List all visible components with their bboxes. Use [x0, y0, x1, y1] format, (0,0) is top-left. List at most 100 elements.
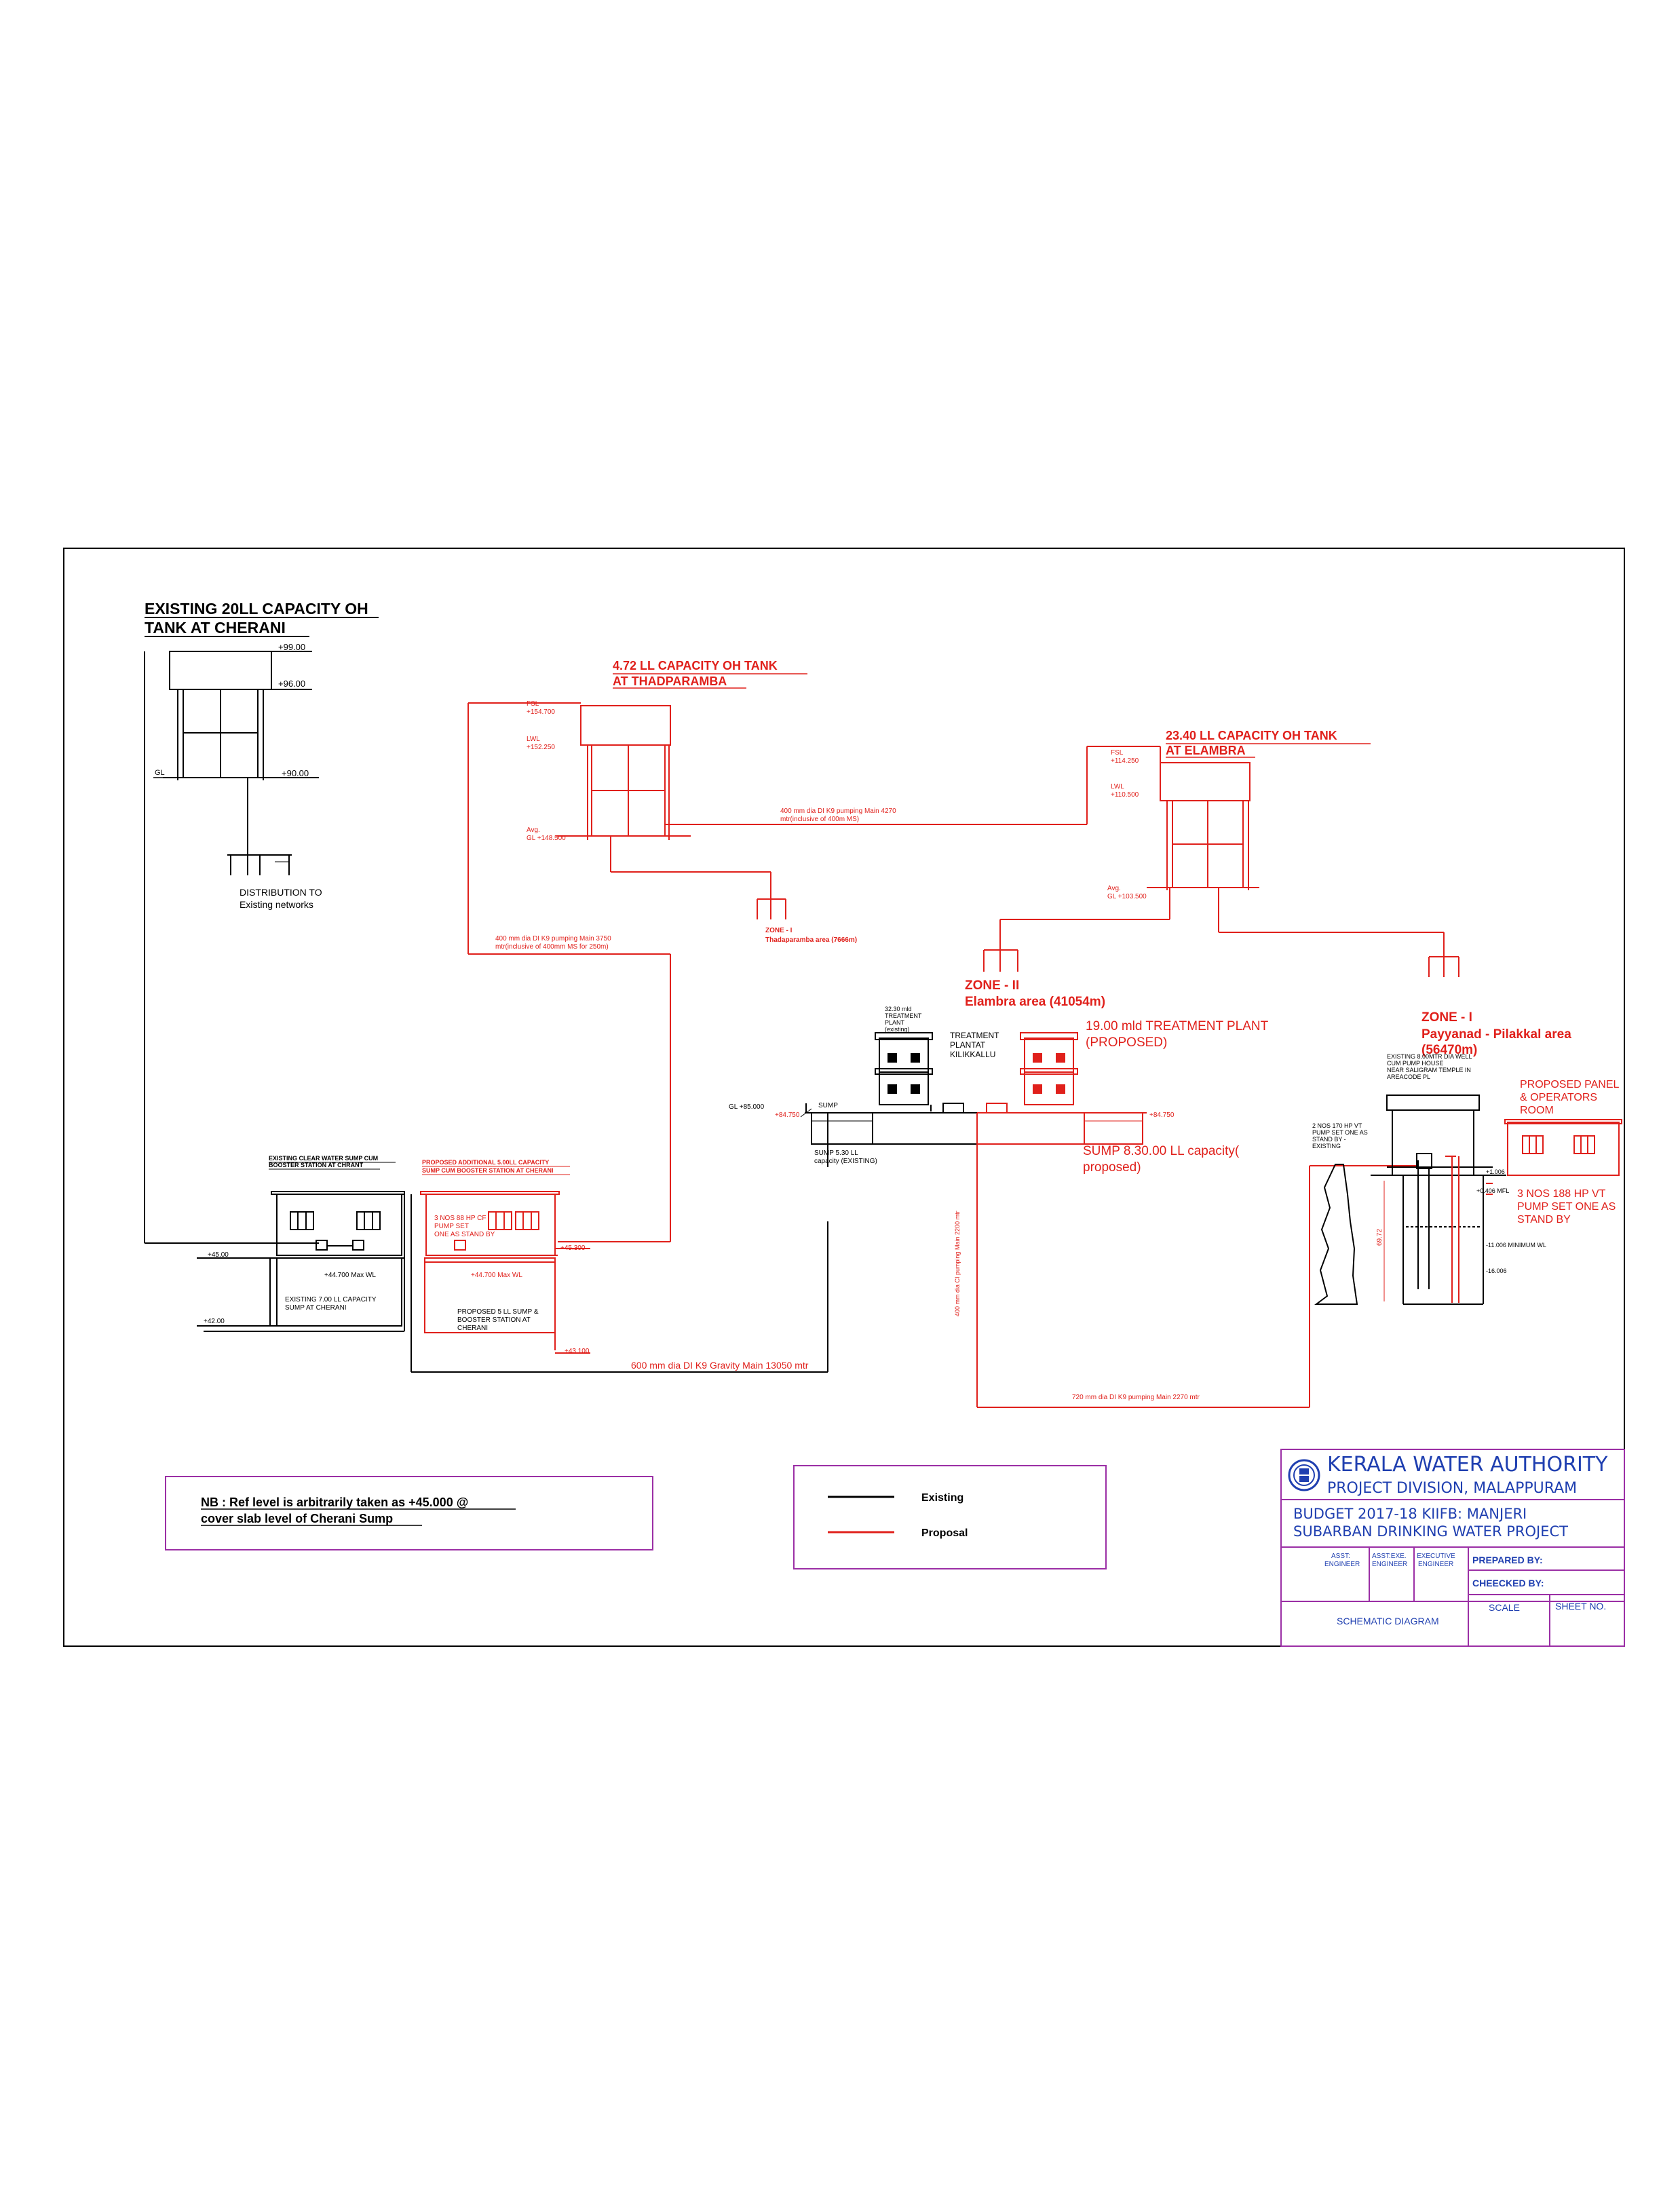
thadparamba-pumping-main-1: 400 mm dia DI K9 pumping Main 4270 [780, 807, 896, 815]
legend-existing-label: Existing [921, 1492, 963, 1504]
booster-level-42: +42.00 [204, 1318, 225, 1325]
thadparamba-oh-tank [467, 702, 1160, 1242]
intake-pumping-main [976, 1113, 1418, 1408]
proposed-sump-cherani-1: PROPOSED 5 LL SUMP & [457, 1308, 539, 1316]
elambra-lwl-label: LWL [1111, 783, 1124, 791]
intake-level-a: +1.006 [1486, 1168, 1505, 1175]
proposed-plant-windows [1033, 1053, 1065, 1094]
thadparamba-lwl-label: LWL [527, 736, 540, 743]
project-line-1: BUDGET 2017-18 KIIFB: MANJERI [1293, 1506, 1527, 1522]
proposed-plant-label-2: (PROPOSED) [1086, 1035, 1167, 1050]
proposed-sump-label-2: proposed) [1083, 1160, 1141, 1175]
distribution-label-1: DISTRIBUTION TO [240, 887, 322, 898]
existing-sump-label-1: SUMP 5.30 LL [814, 1149, 858, 1157]
thadparamba-avg-label: Avg. [527, 826, 540, 834]
sheet-no-label: SHEET NO. [1555, 1601, 1606, 1612]
legend-proposal-label: Proposal [921, 1527, 968, 1539]
drawing-title: SCHEMATIC DIAGRAM [1337, 1616, 1439, 1626]
prepared-by: PREPARED BY: [1472, 1555, 1543, 1565]
zone2-area: Elambra area (41054m) [965, 995, 1105, 1009]
treatment-sumps [800, 1103, 1147, 1145]
plant-level-right: +84.750 [1149, 1111, 1175, 1119]
intake-level-c: -16.006 [1486, 1268, 1507, 1274]
elambra-fsl-label: FSL [1111, 749, 1124, 757]
booster-pumpset-1: 3 NOS 88 HP CF [434, 1215, 486, 1222]
proposed-pump-1: 3 NOS 188 HP VT [1517, 1188, 1606, 1200]
sump-label: SUMP [818, 1102, 838, 1109]
existing-pump-4: EXISTING [1312, 1143, 1341, 1149]
proposed-booster-title-1: PROPOSED ADDITIONAL 5.00LL CAPACITY [422, 1159, 549, 1166]
booster-level-45: +45.00 [208, 1251, 229, 1259]
zone1-label: ZONE - I [1421, 1010, 1472, 1025]
existing-sump-label-2: capacity (EXISTING) [814, 1158, 877, 1165]
existing-plant-windows [887, 1053, 920, 1094]
intake-note-1: EXISTING 8.00MTR DIA WELL [1387, 1053, 1472, 1060]
booster-pumpset-3: ONE AS STAND BY [434, 1231, 495, 1238]
cherani-tank-title-2: TANK AT CHERANI [145, 619, 286, 636]
plant-existing-note-3: PLANT [885, 1019, 905, 1026]
asst-engineer-1: ASST: [1331, 1553, 1350, 1560]
booster-level-43100: +43.100 [565, 1348, 590, 1355]
left-pumping-main-1: 400 mm dia DI K9 pumping Main 3750 [495, 935, 611, 943]
plant-existing-note-4: (existing) [885, 1026, 910, 1033]
elambra-title-2: AT ELAMBRA [1166, 744, 1246, 757]
title-block [1280, 1449, 1625, 1647]
existing-booster-title-1: EXISTING CLEAR WATER SUMP CUM [269, 1155, 378, 1162]
elambra-oh-tank [983, 746, 1459, 977]
zone2-label: ZONE - II [965, 978, 1019, 993]
cherani-gl-mark: GL [155, 769, 165, 777]
existing-sump-cherani-1: EXISTING 7.00 LL CAPACITY [285, 1296, 377, 1303]
authority-logo [1288, 1459, 1320, 1491]
panel-label-2: & OPERATORS [1520, 1092, 1597, 1103]
elambra-fsl-value: +114.250 [1111, 757, 1139, 765]
proposed-plant-label-1: 19.00 mld TREATMENT PLANT [1086, 1019, 1269, 1033]
thadparamba-title-1: 4.72 LL CAPACITY OH TANK [613, 659, 778, 672]
thadparamba-zone-label: ZONE - I [765, 927, 793, 934]
proposed-sump-cherani-2: BOOSTER STATION AT [457, 1316, 531, 1324]
proposed-booster-station [420, 1191, 590, 1354]
elambra-title-1: 23.40 LL CAPACITY OH TANK [1166, 729, 1337, 742]
intake-note-2: CUM PUMP HOUSE [1387, 1060, 1443, 1067]
thadparamba-fsl-value: +154.700 [527, 708, 555, 716]
existing-pump-1: 2 NOS 170 HP VT [1312, 1122, 1362, 1129]
intake-well [1314, 1094, 1506, 1305]
checked-by: CHEECKED BY: [1472, 1578, 1544, 1588]
plant-existing-note-2: TREATMENT [885, 1012, 922, 1019]
cherani-level-mid: +96.00 [278, 679, 305, 689]
asst-engineer-2: ENGINEER [1324, 1561, 1360, 1568]
intake-level-b: +0.406 MFL [1476, 1187, 1509, 1194]
elambra-lwl-value: +110.500 [1111, 791, 1139, 799]
existing-booster-station [145, 1112, 828, 1373]
left-pumping-main-2: mtr(inclusive of 400mm MS for 250m) [495, 943, 609, 951]
thadparamba-avg-value: GL +148.500 [527, 835, 566, 842]
proposed-treatment-plant [1020, 1032, 1078, 1105]
plant-label-3: KILIKKALLU [950, 1050, 995, 1059]
intake-proposed-parts [1383, 1119, 1622, 1303]
elambra-avg-value: GL +103.500 [1107, 893, 1147, 900]
thadparamba-pumping-main-2: mtr(inclusive of 400m MS) [780, 816, 859, 823]
thadparamba-zone-area: Thadaparamba area (7666m) [765, 936, 857, 944]
existing-treatment-plant [875, 1032, 933, 1111]
distribution-label-2: Existing networks [240, 899, 313, 910]
elambra-avg-label: Avg. [1107, 885, 1121, 892]
thadparamba-lwl-value: +152.250 [527, 744, 555, 751]
division-name: PROJECT DIVISION, MALAPPURAM [1327, 1480, 1577, 1497]
existing-pump-2: PUMP SET ONE AS [1312, 1129, 1368, 1136]
exec-engineer-1: EXECUTIVE [1417, 1553, 1455, 1560]
panel-label-3: ROOM [1520, 1105, 1554, 1116]
existing-booster-title-2: BOOSTER STATION AT CHRANT [269, 1162, 364, 1168]
plant-existing-note-1: 32.30 mld [885, 1006, 912, 1012]
project-line-2: SUBARBAN DRINKING WATER PROJECT [1293, 1523, 1568, 1540]
note-line-2: cover slab level of Cherani Sump [201, 1512, 393, 1525]
proposed-pump-3: STAND BY [1517, 1214, 1571, 1225]
existing-pump-3: STAND BY - [1312, 1136, 1346, 1143]
plant-gl-left: GL +85.000 [729, 1103, 765, 1111]
booster-pumpset-2: PUMP SET [434, 1223, 469, 1230]
proposed-sump-label-1: SUMP 8.30.00 LL capacity( [1083, 1144, 1240, 1158]
thadparamba-title-2: AT THADPARAMBA [613, 674, 727, 688]
note-line-1: NB : Ref level is arbitrarily taken as +… [201, 1496, 468, 1509]
proposed-pump-2: PUMP SET ONE AS [1517, 1201, 1616, 1213]
legend-box [793, 1465, 1107, 1569]
intake-note-4: AREACODE PL [1387, 1073, 1430, 1080]
